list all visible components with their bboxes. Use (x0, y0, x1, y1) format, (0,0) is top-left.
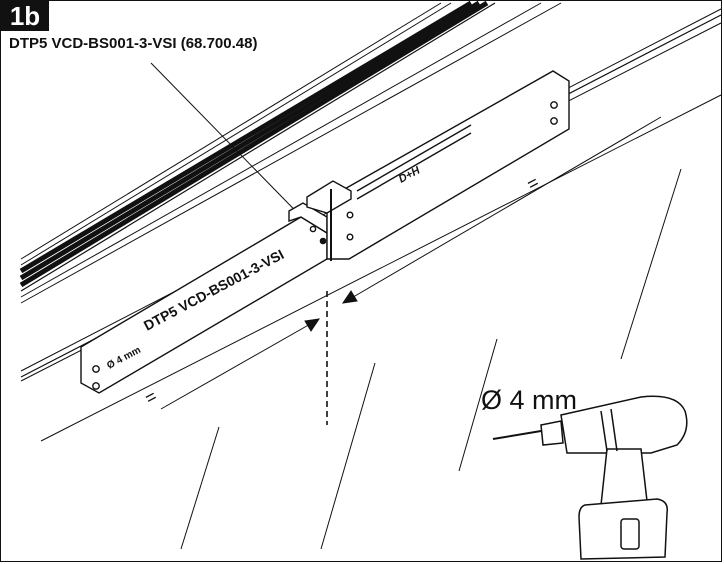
step-badge: 1b (1, 1, 49, 31)
drill-icon (492, 395, 688, 560)
equal-mark-upper: = (523, 172, 542, 195)
right-plate (306, 70, 570, 261)
dimension-lines (160, 116, 662, 410)
glass-hatch-lines (180, 168, 682, 550)
part-number-label: DTP5 VCD-BS001-3-VSI (68.700.48) (9, 35, 258, 52)
drill-size-label: Ø 4 mm (481, 385, 578, 415)
equal-mark-lower: = (141, 386, 160, 409)
